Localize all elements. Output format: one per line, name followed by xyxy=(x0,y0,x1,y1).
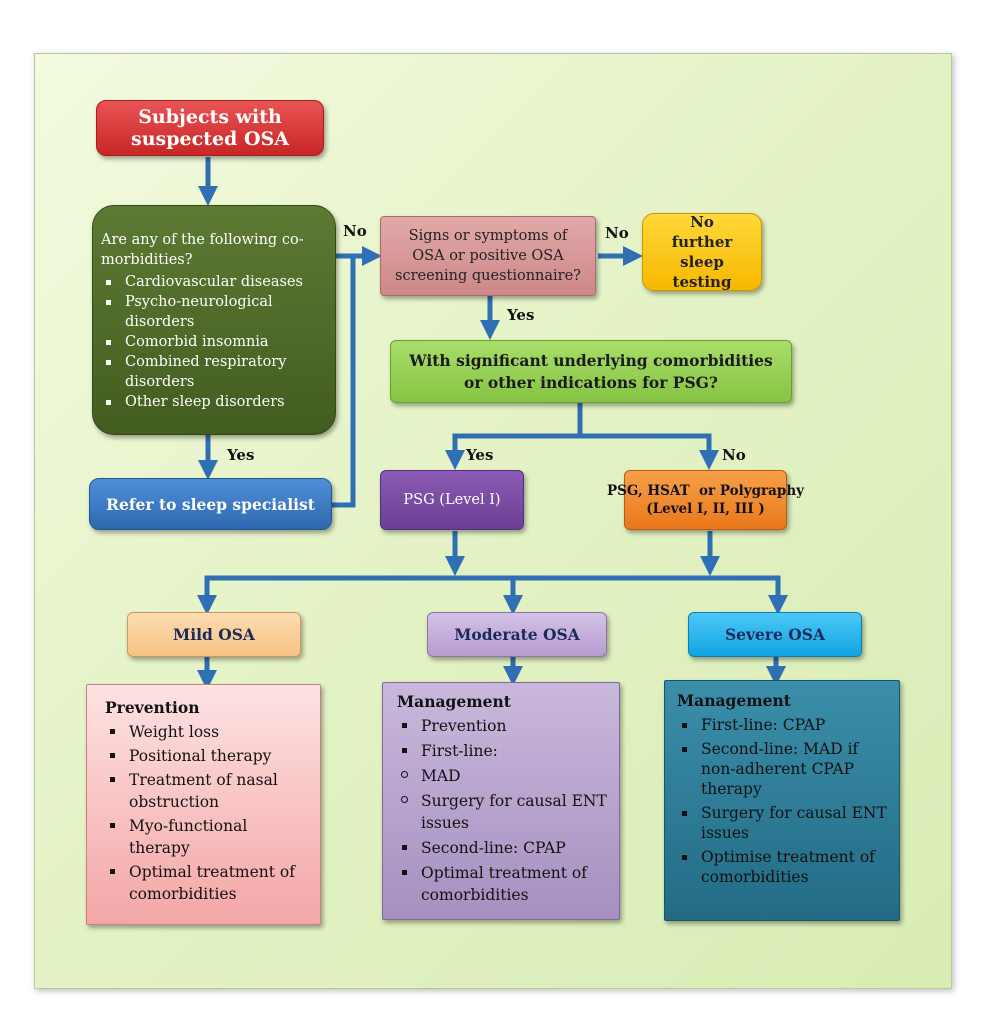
moderate-box-heading: Management xyxy=(397,692,511,711)
node-refer-text: Refer to sleep specialist xyxy=(106,494,315,514)
comorbidities-list: Cardiovascular diseases Psycho-neurologi… xyxy=(101,272,329,412)
moderate-item: First-line: xyxy=(397,740,611,762)
severe-item: Second-line: MAD if non-adherent CPAP th… xyxy=(677,739,889,799)
mild-prevention-box: Prevention Weight loss Positional therap… xyxy=(86,684,321,925)
node-signs-or-symptoms: Signs or symptoms of OSA or positive OSA… xyxy=(380,216,596,296)
moderate-item: Second-line: CPAP xyxy=(397,837,611,859)
comorbidity-item: Cardiovascular diseases xyxy=(101,272,329,292)
node-no-further-sleep-testing: No further sleep testing xyxy=(642,213,762,291)
label-yes-comorbidities: Yes xyxy=(227,446,255,464)
label-no-significant: No xyxy=(722,446,746,464)
comorbidities-question-text: Are any of the following co-morbidities? xyxy=(101,232,304,268)
label-no-signs: No xyxy=(605,224,629,242)
connector-severity-distribution xyxy=(204,575,788,615)
node-signs-text: Signs or symptoms of OSA or positive OSA… xyxy=(395,228,581,284)
comorbidity-item: Combined respiratory disorders xyxy=(101,352,329,392)
connector-significant-split xyxy=(445,403,583,470)
node-psg-hsat-line1: PSG, HSAT or Polygraphy xyxy=(607,483,805,499)
node-comorbidities-question: Are any of the following co-morbidities?… xyxy=(92,205,336,435)
mild-item: Weight loss xyxy=(105,721,310,743)
node-psg-level-i: PSG (Level I) xyxy=(380,470,524,530)
node-significant-comorbidities: With significant underlying comorbiditie… xyxy=(390,340,792,403)
node-no-further-text: No further sleep testing xyxy=(671,213,733,291)
comorbidity-item: Other sleep disorders xyxy=(101,392,329,412)
node-refer-to-sleep-specialist: Refer to sleep specialist xyxy=(89,478,332,530)
connector-significant-no xyxy=(580,433,719,470)
node-subjects-text: Subjects with suspected OSA xyxy=(131,106,289,150)
node-subjects-with-suspected-osa: Subjects with suspected OSA xyxy=(96,100,324,156)
node-mild-osa: Mild OSA xyxy=(127,612,301,657)
mild-box-heading: Prevention xyxy=(105,698,200,717)
mild-item: Positional therapy xyxy=(105,745,310,767)
moderate-subitem: Surgery for causal ENT issues xyxy=(397,790,611,834)
node-severe-text: Severe OSA xyxy=(724,625,826,644)
severe-item: First-line: CPAP xyxy=(677,715,889,735)
severe-management-box: Management First-line: CPAP Second-line:… xyxy=(664,680,900,921)
node-mild-text: Mild OSA xyxy=(173,625,255,644)
mild-item: Treatment of nasal obstruction xyxy=(105,769,310,813)
severe-box-heading: Management xyxy=(677,691,791,710)
arrow-refer-to-signs xyxy=(332,253,372,508)
label-yes-signs: Yes xyxy=(507,306,535,324)
label-no-comorbidities: No xyxy=(343,222,367,240)
node-psg-hsat-line2: (Level I, II, III ) xyxy=(646,501,765,517)
moderate-item: Prevention xyxy=(397,715,611,737)
mild-item: Optimal treatment of comorbidities xyxy=(105,861,310,905)
label-yes-significant: Yes xyxy=(466,446,494,464)
moderate-subitem: MAD xyxy=(397,765,611,787)
mild-prevention-list: Weight loss Positional therapy Treatment… xyxy=(105,721,310,905)
moderate-management-list: Prevention First-line: MAD Surgery for c… xyxy=(397,715,611,906)
severe-item: Surgery for causal ENT issues xyxy=(677,803,889,843)
node-psg-hsat-polygraphy: PSG, HSAT or Polygraphy (Level I, II, II… xyxy=(607,470,804,530)
node-moderate-text: Moderate OSA xyxy=(454,625,580,644)
comorbidity-item: Psycho-neurological disorders xyxy=(101,292,329,332)
moderate-item: Optimal treatment of comorbidities xyxy=(397,862,611,906)
severe-management-list: First-line: CPAP Second-line: MAD if non… xyxy=(677,715,889,887)
mild-item: Myo-functional therapy xyxy=(105,815,310,859)
node-psg-text: PSG (Level I) xyxy=(403,492,501,508)
comorbidity-item: Comorbid insomnia xyxy=(101,332,329,352)
node-significant-text: With significant underlying comorbiditie… xyxy=(409,350,773,392)
node-severe-osa: Severe OSA xyxy=(688,612,862,657)
severe-item: Optimise treatment of comorbidities xyxy=(677,847,889,887)
moderate-management-box: Management Prevention First-line: MAD Su… xyxy=(382,682,620,920)
node-moderate-osa: Moderate OSA xyxy=(427,612,607,657)
